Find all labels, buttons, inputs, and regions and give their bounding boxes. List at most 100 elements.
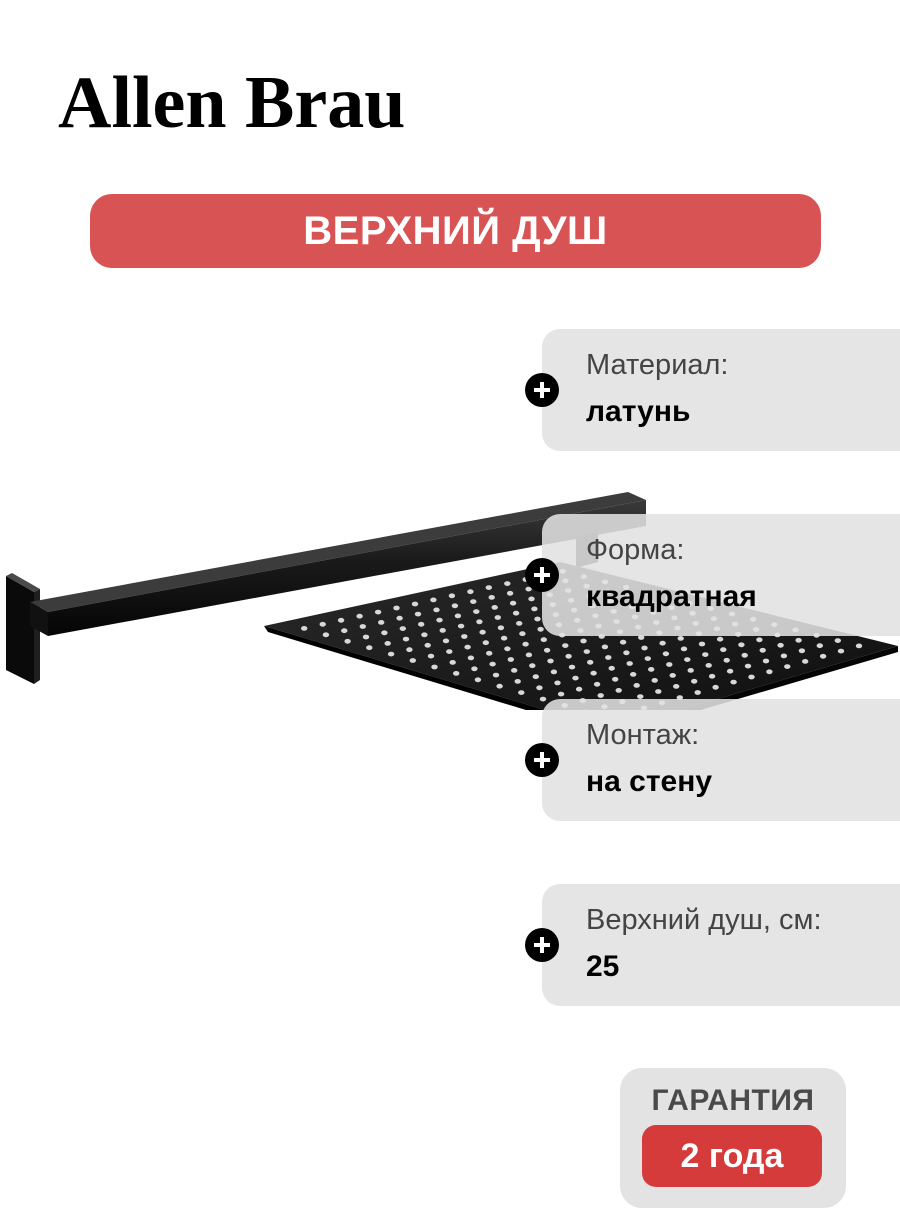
brand-logo: Allen Brau: [58, 62, 406, 144]
spec-label: Форма:: [586, 534, 685, 566]
nozzle-dot: [436, 617, 443, 623]
nozzle-dot: [464, 644, 471, 650]
nozzle-dot: [720, 647, 727, 653]
nozzle-dot: [780, 653, 788, 659]
nozzle-dot: [705, 663, 712, 668]
nozzle-dot: [406, 647, 413, 653]
spec-label: Монтаж:: [586, 719, 700, 751]
nozzle-dot: [453, 671, 460, 676]
nozzle-dot: [565, 653, 572, 659]
nozzle-dot: [319, 621, 326, 627]
spec-label: Верхний душ, см:: [586, 904, 822, 936]
nozzle-dot: [766, 669, 773, 675]
nozzle-dot: [322, 632, 330, 638]
nozzle-dot: [744, 663, 752, 669]
nozzle-dot: [529, 663, 536, 669]
nozzle-dot: [741, 652, 748, 658]
nozzle-dot: [496, 683, 503, 689]
nozzle-dot: [519, 631, 526, 637]
nozzle-dot: [655, 689, 662, 694]
nozzle-dot: [698, 641, 706, 647]
plus-icon[interactable]: [525, 743, 559, 777]
nozzle-dot: [630, 672, 637, 677]
nozzle-dot: [562, 643, 569, 648]
spec-label: Материал:: [586, 349, 729, 381]
nozzle-dot: [738, 642, 745, 648]
nozzle-dot: [522, 641, 529, 647]
nozzle-dot: [593, 681, 601, 687]
nozzle-dot: [451, 603, 459, 609]
nozzle-dot: [489, 661, 496, 667]
nozzle-dot: [366, 645, 373, 651]
nozzle-dot: [430, 597, 437, 603]
plus-icon[interactable]: [525, 928, 559, 962]
nozzle-dot: [341, 628, 348, 634]
nozzle-dot: [494, 615, 501, 620]
nozzle-dot: [837, 648, 845, 654]
nozzle-dot: [669, 673, 676, 678]
nozzle-dot: [497, 625, 505, 631]
nozzle-dot: [716, 636, 724, 642]
nozzle-dot: [384, 641, 391, 646]
nozzle-dot: [694, 690, 701, 695]
nozzle-dot: [659, 640, 666, 646]
plus-icon[interactable]: [525, 373, 559, 407]
nozzle-dot: [855, 643, 863, 649]
nozzle-dot: [587, 659, 594, 665]
nozzle-dot: [547, 658, 554, 664]
title-text: ВЕРХНИЙ ДУШ: [303, 208, 608, 253]
nozzle-dot: [802, 659, 809, 664]
nozzle-dot: [433, 607, 440, 613]
nozzle-dot: [702, 652, 709, 657]
nozzle-dot: [708, 673, 716, 679]
plus-icon[interactable]: [525, 558, 559, 592]
nozzle-dot: [580, 638, 587, 644]
nozzle-dot: [626, 661, 633, 666]
nozzle-dot: [723, 657, 730, 663]
nozzle-dot: [516, 621, 523, 626]
spec-material: Материал: латунь: [525, 329, 900, 451]
nozzle-dot: [638, 635, 645, 640]
nozzle-dot: [816, 643, 823, 649]
nozzle-dot: [446, 649, 453, 654]
nozzle-dot: [623, 650, 630, 656]
nozzle-dot: [427, 653, 435, 659]
nozzle-dot: [378, 620, 385, 625]
nozzle-dot: [356, 613, 363, 619]
nozzle-dot: [684, 657, 691, 662]
nozzle-dot: [528, 596, 535, 602]
nozzle-dot: [359, 624, 366, 629]
nozzle-dot: [637, 694, 644, 699]
nozzle-dot: [605, 655, 612, 660]
nozzle-dot: [759, 647, 766, 653]
nozzle-dot: [457, 623, 465, 629]
nozzle-dot: [467, 589, 474, 595]
nozzle-dot: [409, 658, 416, 663]
nozzle-dot: [393, 605, 400, 611]
nozzle-dot: [540, 637, 547, 643]
nozzle-dot: [539, 696, 547, 702]
nozzle-dot: [673, 684, 680, 689]
spec-shape: Форма: квадратная: [525, 514, 900, 636]
warranty-card: ГАРАНТИЯ 2 года: [620, 1068, 846, 1208]
nozzle-dot: [601, 644, 609, 650]
nozzle-dot: [777, 642, 784, 648]
nozzle-dot: [518, 690, 525, 695]
nozzle-dot: [402, 636, 410, 642]
nozzle-dot: [414, 611, 422, 617]
nozzle-dot: [381, 630, 388, 636]
nozzle-dot: [536, 685, 543, 691]
nozzle-dot: [612, 676, 619, 682]
nozzle-dot: [798, 648, 806, 654]
nozzle-dot: [583, 649, 590, 654]
nozzle-dot: [534, 616, 541, 622]
nozzle-dot: [525, 652, 533, 658]
nozzle-dot: [492, 672, 500, 678]
nozzle-dot: [396, 615, 403, 621]
nozzle-dot: [488, 595, 495, 600]
spec-value: квадратная: [586, 580, 757, 613]
nozzle-dot: [748, 674, 755, 680]
nozzle-dot: [575, 686, 583, 692]
nozzle-dot: [442, 638, 450, 644]
nozzle-dot: [543, 647, 551, 653]
